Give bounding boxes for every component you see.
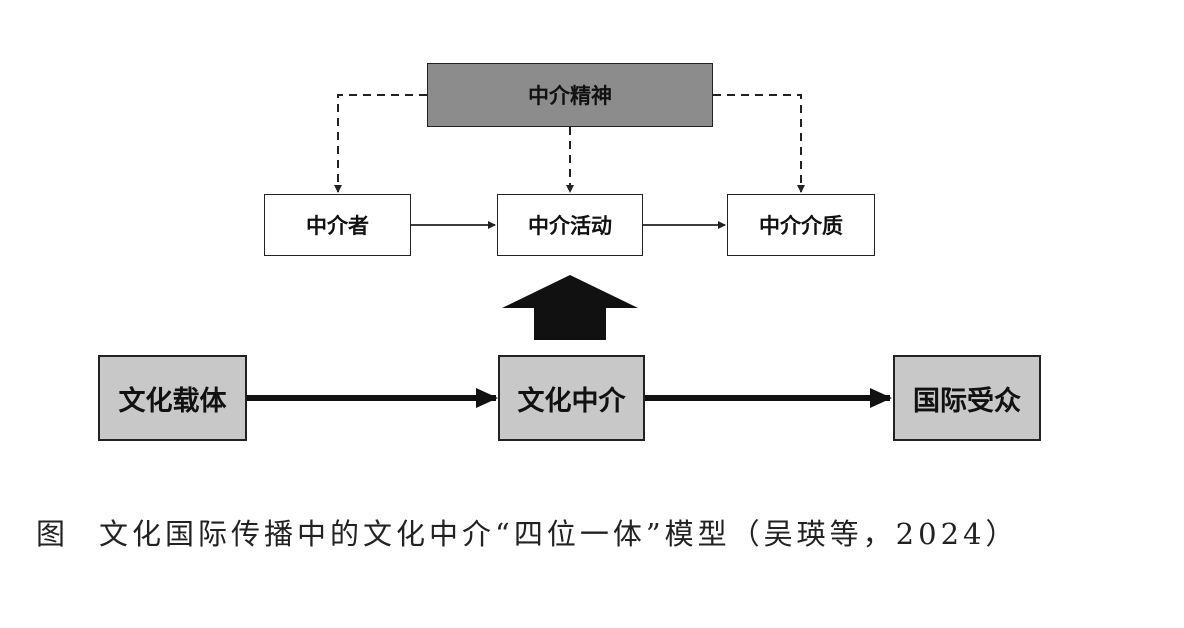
figure-caption-text: 文化国际传播中的文化中介“四位一体”模型（吴瑛等，2024）	[99, 517, 1019, 551]
big-up-arrow	[502, 275, 638, 340]
node-international-audience: 国际受众	[893, 355, 1041, 441]
node-cultural-carrier: 文化载体	[98, 355, 247, 441]
node-mediation-medium-label: 中介介质	[759, 214, 843, 238]
dashed-connector-right	[713, 94, 805, 193]
dashed-connector-left	[334, 94, 427, 193]
node-cultural-mediator-label: 文化中介	[517, 385, 626, 417]
node-mediation-spirit-label: 中介精神	[528, 84, 612, 108]
node-mediation-activity-label: 中介活动	[528, 214, 612, 238]
node-mediation-activity: 中介活动	[497, 194, 643, 256]
node-mediator-label: 中介者	[306, 214, 369, 238]
node-international-audience-label: 国际受众	[913, 385, 1021, 417]
figure-caption-label: 图	[36, 517, 70, 551]
node-cultural-mediator: 文化中介	[498, 355, 645, 441]
node-cultural-carrier-label: 文化载体	[118, 385, 227, 417]
node-mediation-spirit: 中介精神	[427, 63, 713, 127]
figure-caption: 图文化国际传播中的文化中介“四位一体”模型（吴瑛等，2024）	[36, 512, 1156, 556]
node-mediation-medium: 中介介质	[727, 194, 875, 256]
node-mediator: 中介者	[264, 194, 411, 256]
